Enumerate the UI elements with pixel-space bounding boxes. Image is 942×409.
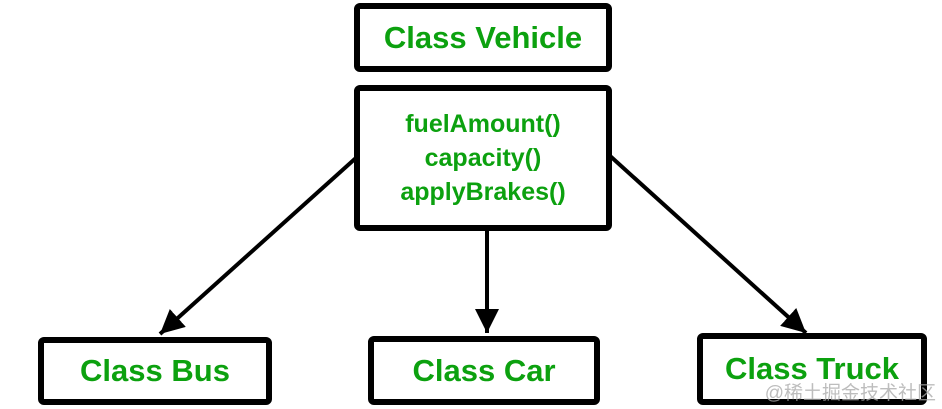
method-applybrakes: applyBrakes(): [400, 178, 566, 206]
class-truck-label: Class Truck: [724, 351, 900, 386]
method-fuelamount: fuelAmount(): [405, 110, 561, 138]
class-truck-box: Class Truck: [697, 333, 927, 405]
vehicle-methods-box: fuelAmount() capacity() applyBrakes(): [354, 85, 612, 231]
class-bus-label: Class Bus: [80, 353, 230, 388]
method-capacity: capacity(): [424, 144, 542, 172]
arrow-vehicle-to-bus: [158, 155, 359, 336]
class-car-box: Class Car: [368, 336, 600, 405]
arrow-vehicle-to-truck: [607, 153, 808, 335]
vehicle-methods-list: fuelAmount() capacity() applyBrakes(): [400, 107, 565, 209]
class-vehicle-label: Class Vehicle: [383, 19, 583, 55]
class-car-label: Class Car: [412, 352, 556, 388]
watermark-text: @稀土掘金技术社区: [764, 383, 936, 404]
class-bus-box: Class Bus: [38, 337, 272, 405]
class-vehicle-box: Class Vehicle: [354, 3, 612, 72]
